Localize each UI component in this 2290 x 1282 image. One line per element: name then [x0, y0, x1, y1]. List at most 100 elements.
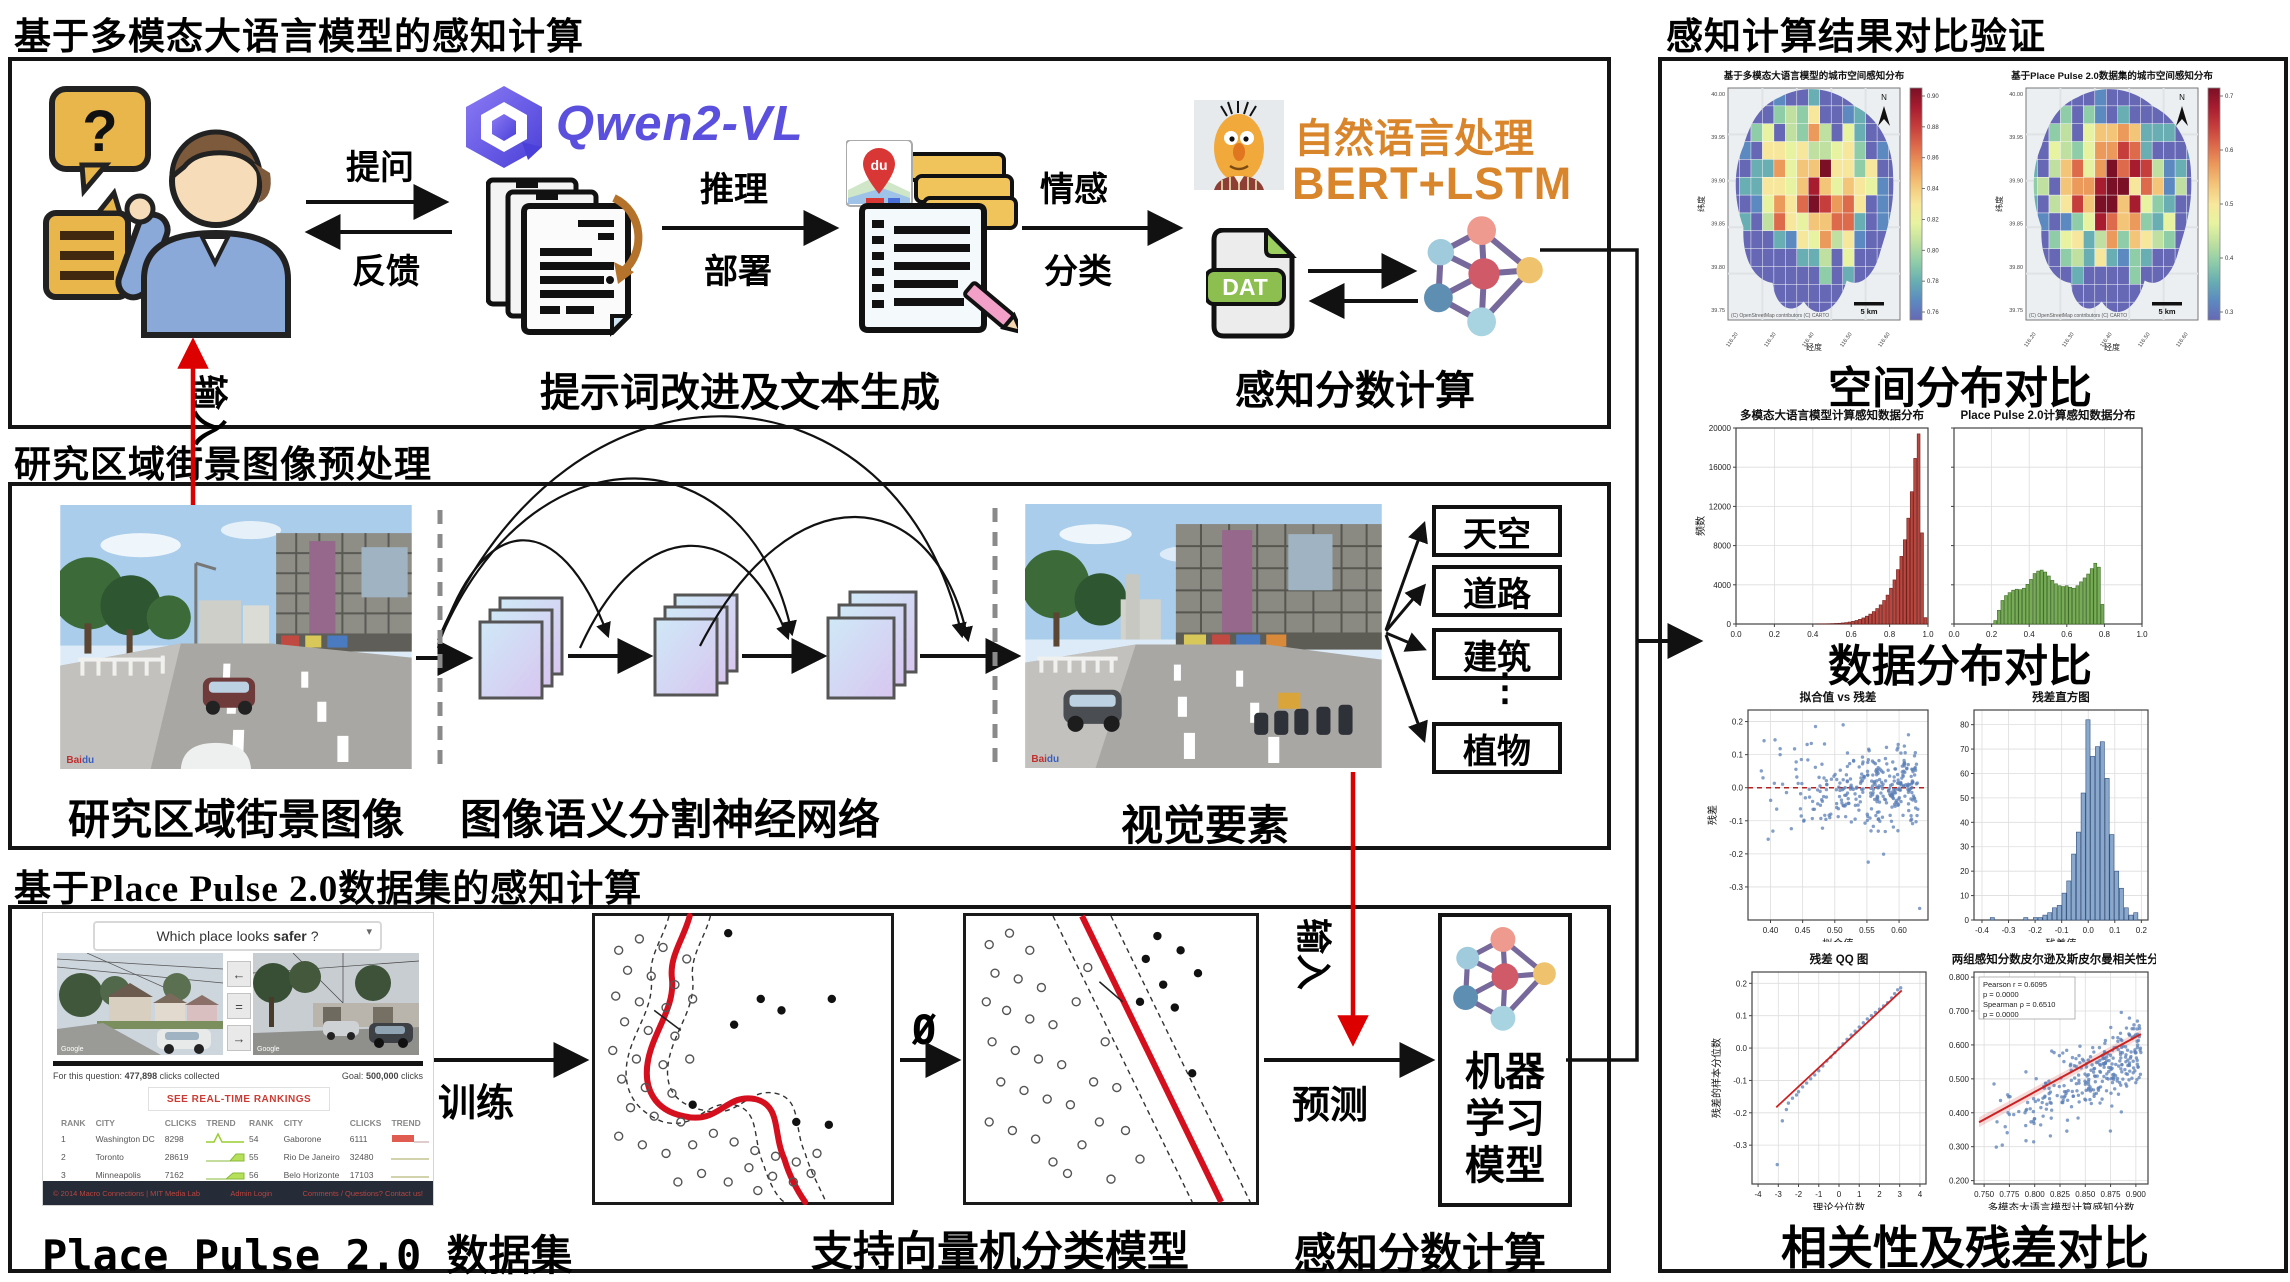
svg-text:39.80: 39.80	[1711, 265, 1725, 271]
svg-text:-0.3: -0.3	[1733, 1141, 1747, 1150]
input-label-1: 输入	[189, 374, 229, 447]
svg-text:0.200: 0.200	[1949, 1177, 1970, 1186]
caption-prompt: 提示词改进及文本生成	[540, 370, 940, 415]
svg-text:-4: -4	[1755, 1190, 1763, 1199]
caption-correlation: 相关性及残差对比	[1781, 1223, 2149, 1274]
svg-text:1: 1	[1857, 1190, 1862, 1199]
building-facade	[1175, 524, 1382, 650]
dropdown-caret-icon[interactable]: ▾	[366, 926, 372, 938]
svg-text:0.3: 0.3	[2225, 310, 2234, 316]
svg-text:0.2: 0.2	[1986, 630, 1998, 639]
car-white	[157, 1029, 211, 1054]
svg-text:0.8: 0.8	[1884, 630, 1896, 639]
svg-text:感知分数: 感知分数	[2027, 641, 2069, 642]
svg-text:16000: 16000	[1709, 463, 1732, 472]
svg-text:-0.2: -0.2	[2028, 926, 2042, 935]
svg-text:0.5: 0.5	[2225, 202, 2234, 208]
svg-text:0.60: 0.60	[1891, 926, 1907, 935]
conv-stack-3	[826, 590, 918, 700]
trend-step-icon	[206, 1172, 245, 1180]
title-preprocess-section: 研究区域街景图像预处理	[14, 445, 432, 486]
svg-text:39.85: 39.85	[1711, 222, 1725, 228]
svg-text:5 km: 5 km	[1860, 307, 1877, 316]
trend-flat-icon	[391, 1158, 430, 1160]
svg-text:纬度: 纬度	[1696, 196, 1706, 212]
svg-text:0.825: 0.825	[2050, 1190, 2071, 1199]
svg-text:0.850: 0.850	[2075, 1190, 2096, 1199]
trees	[1025, 550, 1127, 647]
caption-elements: 视觉要素	[1120, 804, 1289, 850]
svg-text:-3: -3	[1775, 1190, 1783, 1199]
svg-text:39.95: 39.95	[2009, 135, 2023, 141]
car-suv	[202, 677, 256, 715]
svg-text:残差直方图: 残差直方图	[2032, 690, 2090, 704]
pp-goal-text: Goal: 500,000 clicks	[341, 1071, 423, 1081]
svg-text:N: N	[2179, 93, 2185, 102]
svg-text:0.800: 0.800	[1949, 973, 1970, 982]
svg-text:Spearman ρ = 0.6510: Spearman ρ = 0.6510	[1983, 1000, 2055, 1009]
streetview-image-1: Baidu	[60, 505, 412, 769]
svg-text:2: 2	[1877, 1190, 1882, 1199]
title-pp-section: 基于Place Pulse 2.0数据集的感知计算	[14, 869, 643, 910]
svg-text:-1: -1	[1815, 1190, 1823, 1199]
svg-text:30: 30	[1960, 843, 1969, 852]
svg-text:0.40: 0.40	[1763, 926, 1779, 935]
svg-text:0.300: 0.300	[1949, 1143, 1970, 1152]
svg-text:多模态大语言模型计算感知数据分布: 多模态大语言模型计算感知数据分布	[1740, 408, 1924, 422]
svg-text:40.00: 40.00	[2009, 92, 2023, 98]
element-box-road: 道路	[1432, 565, 1562, 617]
svg-text:-0.3: -0.3	[2002, 926, 2016, 935]
google-watermark: Google	[257, 1046, 280, 1053]
svg-text:p = 0.0000: p = 0.0000	[1983, 990, 2019, 999]
svg-text:0: 0	[1965, 916, 1970, 925]
phi-label: Ø	[912, 1008, 937, 1054]
svg-text:39.75: 39.75	[2009, 308, 2023, 314]
svg-text:0.55: 0.55	[1859, 926, 1875, 935]
svg-text:-2: -2	[1795, 1190, 1803, 1199]
svg-text:0.88: 0.88	[1927, 125, 1939, 131]
trend-flat-icon	[391, 1176, 430, 1178]
svg-text:0.700: 0.700	[1949, 1007, 1970, 1016]
svg-text:感知分数: 感知分数	[1811, 641, 1853, 642]
svg-text:多模态大语言模型计算感知分数: 多模态大语言模型计算感知分数	[1988, 1201, 2135, 1210]
pp-equal-button[interactable]: =	[227, 993, 251, 1019]
pp-photo-left: Google	[57, 953, 223, 1055]
cycle-arrow-icon	[614, 262, 634, 284]
svg-text:0.500: 0.500	[1949, 1075, 1970, 1084]
svg-text:残差 QQ 图: 残差 QQ 图	[1810, 952, 1869, 966]
cnn-blocks	[478, 590, 918, 700]
bert-icon	[1194, 100, 1284, 190]
svg-text:12000: 12000	[1709, 502, 1732, 511]
svg-text:40.00: 40.00	[1711, 92, 1725, 98]
title-mllm-section: 基于多模态大语言模型的感知计算	[14, 17, 584, 58]
svg-text:0.2: 0.2	[1736, 979, 1748, 988]
pp-right-button[interactable]: →	[227, 1025, 251, 1051]
trend-step-icon	[206, 1153, 245, 1162]
pp-admin-login-link[interactable]: Admin Login	[230, 1188, 273, 1198]
google-watermark: Google	[61, 1046, 84, 1053]
ml-model-box: 机器 学习 模型	[1438, 913, 1572, 1207]
cart	[1278, 692, 1301, 709]
car-dark	[369, 1023, 413, 1048]
svg-text:Pearson r = 0.6095: Pearson r = 0.6095	[1983, 980, 2047, 989]
caption-spatial: 空间分布对比	[1828, 364, 2092, 413]
svg-text:0.50: 0.50	[1827, 926, 1843, 935]
svg-text:经度: 经度	[1806, 342, 1822, 352]
svg-text:基于多模态大语言模型的城市空间感知分布: 基于多模态大语言模型的城市空间感知分布	[1723, 70, 1905, 82]
pp-clicks-text: For this question: 477,898 clicks collec…	[53, 1071, 220, 1081]
svg-text:70: 70	[1960, 745, 1969, 754]
fence	[1037, 656, 1118, 673]
svg-text:0.4: 0.4	[2024, 630, 2036, 639]
svg-text:MIT Place Pulse计算感知分数: MIT Place Pulse计算感知分数	[1944, 1012, 1945, 1145]
svg-text:拟合值 vs 残差: 拟合值 vs 残差	[1800, 690, 1877, 704]
baidu-map-docs-icon: du	[846, 140, 1018, 335]
pp-rankings-button[interactable]: SEE REAL-TIME RANKINGS	[148, 1087, 330, 1111]
pp-left-button[interactable]: ←	[227, 961, 251, 987]
